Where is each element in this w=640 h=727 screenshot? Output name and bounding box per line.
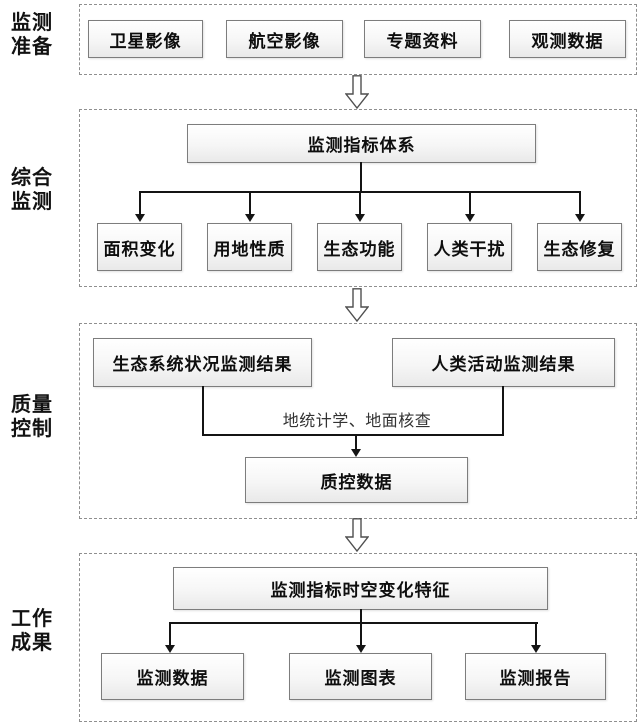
connector-right-stub [502, 386, 504, 436]
arrowhead-icon [245, 214, 255, 222]
node-observation-data: 观测数据 [509, 20, 626, 58]
node-qc-data: 质控数据 [245, 457, 468, 503]
connector-drop-3 [535, 622, 537, 646]
node-monitoring-charts: 监测图表 [289, 653, 432, 700]
connector-drop-2 [249, 191, 251, 216]
qc-method-label: 地统计学、地面核查 [282, 413, 432, 430]
connector-root-stem [360, 609, 362, 624]
arrowhead-icon [165, 645, 175, 653]
arrowhead-icon [351, 449, 361, 457]
connector-root-stem [360, 162, 362, 193]
connector-merge-bar [202, 434, 504, 436]
connector-branch-bar [170, 622, 538, 624]
arrowhead-icon [135, 214, 145, 222]
connector-drop-1 [169, 622, 171, 646]
arrowhead-icon [531, 645, 541, 653]
connector-drop-2 [360, 622, 362, 646]
stage-label-comprehensive-monitoring: 综合 监测 [11, 167, 53, 213]
node-eco-function: 生态功能 [317, 223, 402, 271]
node-ecosystem-status-result: 生态系统状况监测结果 [93, 338, 312, 387]
node-aerial-imagery: 航空影像 [226, 20, 343, 58]
node-eco-restoration: 生态修复 [537, 223, 622, 271]
node-indicator-system: 监测指标体系 [187, 124, 536, 163]
stage-label-work-results: 工作 成果 [11, 608, 53, 654]
node-area-change: 面积变化 [97, 223, 182, 271]
connector-drop-3 [359, 191, 361, 216]
stage-flow-down-arrow-icon [345, 75, 369, 109]
stage-flow-down-arrow-icon [345, 288, 369, 322]
node-thematic-data: 专题资料 [364, 20, 481, 58]
connector-drop-4 [469, 191, 471, 216]
node-satellite-imagery: 卫星影像 [88, 20, 203, 58]
connector-left-stub [202, 386, 204, 436]
arrowhead-icon [465, 214, 475, 222]
stage-label-quality-control: 质量 控制 [11, 394, 53, 440]
stage-flow-down-arrow-icon [345, 518, 369, 552]
connector-drop-1 [139, 191, 141, 216]
arrowhead-icon [575, 214, 585, 222]
node-monitoring-report: 监测报告 [465, 653, 606, 700]
stage-label-monitoring-preparation: 监测 准备 [11, 12, 53, 58]
arrowhead-icon [356, 645, 366, 653]
arrowhead-icon [355, 214, 365, 222]
node-spatiotemporal-features: 监测指标时空变化特征 [173, 567, 548, 610]
node-human-disturbance: 人类干扰 [427, 223, 512, 271]
node-land-use: 用地性质 [207, 223, 292, 271]
connector-qc-drop [355, 436, 357, 450]
node-monitoring-data: 监测数据 [101, 653, 244, 700]
node-human-activity-result: 人类活动监测结果 [392, 338, 615, 387]
connector-drop-5 [579, 191, 581, 216]
